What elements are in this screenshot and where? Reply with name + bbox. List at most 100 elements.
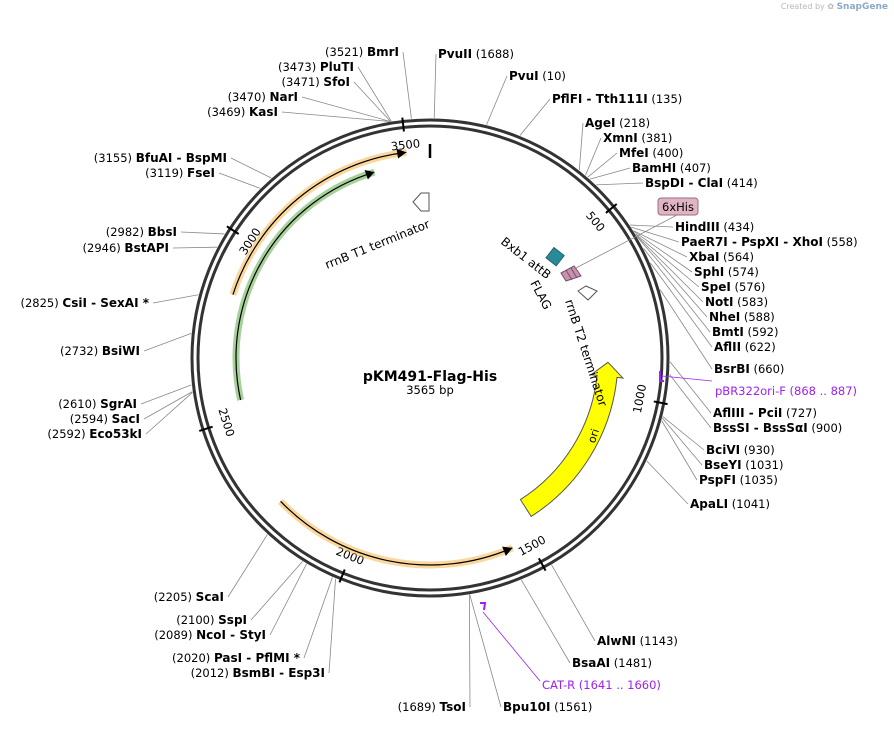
site-label[interactable]: AflII (622) <box>714 340 776 354</box>
site-label[interactable]: SphI (574) <box>694 265 759 279</box>
site-label[interactable]: XmnI (381) <box>603 131 672 145</box>
site-label[interactable]: (2020) PasI - PflMI * <box>172 651 301 665</box>
snapgene-logo-icon: ✿ <box>827 2 835 11</box>
site-label[interactable]: BmtI (592) <box>712 325 778 339</box>
site-label[interactable]: (3470) NarI <box>228 90 298 104</box>
site-label[interactable]: (3469) KasI <box>207 105 278 119</box>
site-label[interactable]: AlwNI (1143) <box>597 634 678 648</box>
primer-label-cat-r[interactable]: CAT-R (1641 .. 1660) <box>542 678 661 692</box>
terminator-t1-icon <box>412 192 430 212</box>
site-leader-line <box>551 564 596 642</box>
site-label[interactable]: BsrBI (660) <box>714 362 784 376</box>
site-leader-line <box>520 579 571 664</box>
site-label[interactable]: NotI (583) <box>705 295 768 309</box>
site-label[interactable]: (3155) BfuAI - BspMI <box>94 151 227 165</box>
site-leader-line <box>227 534 268 598</box>
site-leader-line <box>662 417 703 466</box>
site-leader-line <box>596 182 644 186</box>
site-label[interactable]: (2946) BstAPI <box>83 241 169 255</box>
tick-label: 1000 <box>630 383 649 414</box>
tick-label: 1500 <box>516 532 548 558</box>
site-label[interactable]: (2982) BbsI <box>106 225 177 239</box>
plasmid-name: pKM491-Flag-His <box>363 369 497 385</box>
site-label[interactable]: BsaAI (1481) <box>572 656 652 670</box>
site-leader-line <box>328 578 336 674</box>
ori-feature[interactable]: ori <box>519 361 625 518</box>
site-label[interactable]: (2825) CsiI - SexAI * <box>21 296 150 310</box>
ori-arrow[interactable] <box>519 361 625 518</box>
green-inner-arc[interactable] <box>232 168 376 401</box>
site-label[interactable]: PaeR7I - PspXI - XhoI (558) <box>681 235 858 249</box>
tick-label: 2500 <box>215 406 237 438</box>
site-leader-line <box>301 96 391 122</box>
site-label[interactable]: (2592) Eco53kI <box>47 427 142 441</box>
site-label[interactable]: PvuI (10) <box>509 69 566 83</box>
backbone-tick <box>653 400 668 406</box>
site-label[interactable]: PvuII (1688) <box>438 47 514 61</box>
orange-top-arc[interactable] <box>229 148 407 296</box>
site-label[interactable]: SpeI (576) <box>701 280 765 294</box>
site-leader-line <box>643 248 711 333</box>
site-label[interactable]: (2732) BsiWI <box>60 344 140 358</box>
site-label[interactable]: (3473) PluTI <box>278 60 354 74</box>
site-leader-line <box>143 333 192 352</box>
site-leader-line <box>486 75 508 125</box>
primer-cat-r[interactable] <box>480 602 541 682</box>
site-label[interactable]: PflFI - Tth111I (135) <box>552 92 682 106</box>
site-label[interactable]: (3119) FseI <box>145 166 215 180</box>
site-label[interactable]: (3471) SfoI <box>282 75 350 89</box>
plasmid-length: 3565 bp <box>406 383 454 397</box>
site-label[interactable]: BspDI - ClaI (414) <box>645 176 758 190</box>
site-label[interactable]: NheI (588) <box>709 310 775 324</box>
site-labels: (3521) BmrI(3473) PluTI(3471) SfoI(3470)… <box>21 45 858 714</box>
site-leader-line <box>180 231 225 235</box>
site-leader-line <box>519 98 551 136</box>
site-label[interactable]: XbaI (564) <box>689 250 754 264</box>
rrnb-t1-label: rrnB T1 terminator <box>323 217 432 272</box>
site-label[interactable]: (2205) ScaI <box>154 590 224 604</box>
site-leader-line <box>589 167 631 180</box>
primer-arrow <box>659 371 664 382</box>
site-leader-line <box>145 392 193 435</box>
feature-arcs <box>229 148 514 569</box>
site-label[interactable]: MfeI (400) <box>619 146 683 160</box>
site-leader-line <box>469 594 502 708</box>
site-leader-line <box>303 577 333 659</box>
6xhis-badge <box>657 197 699 216</box>
rrnb-t1-terminator-feature[interactable]: rrnB T1 terminator <box>323 192 432 272</box>
site-label[interactable]: ApaLI (1041) <box>690 497 770 511</box>
site-leader-line <box>281 111 390 122</box>
primer-arrow <box>480 602 487 611</box>
site-label[interactable]: (2610) SgrAI <box>58 397 137 411</box>
6xhis-feature[interactable]: 6xHis <box>575 197 699 269</box>
site-leader-line <box>669 374 712 429</box>
site-label[interactable]: (3521) BmrI <box>325 45 399 59</box>
site-leader-line <box>433 53 437 119</box>
site-label[interactable]: BssSI - BssSαI (900) <box>713 421 842 435</box>
backbone-tick <box>338 569 346 583</box>
site-leader-line <box>661 420 698 481</box>
site-label[interactable]: (2100) SspI <box>176 613 247 627</box>
site-label[interactable]: BciVI (930) <box>706 443 775 457</box>
site-label[interactable]: (2089) NcoI - StyI <box>154 628 266 642</box>
site-label[interactable]: (2594) SacI <box>70 412 140 426</box>
site-label[interactable]: PspFI (1035) <box>699 473 778 487</box>
rrnb-t2-terminator-feature[interactable]: rrnB T2 terminator <box>562 285 610 408</box>
site-label[interactable]: Bpu10I (1561) <box>503 700 592 714</box>
site-leader-line <box>662 416 705 451</box>
site-label[interactable]: HindIII (434) <box>675 220 754 234</box>
snapgene-watermark: Created by ✿ SnapGene <box>781 2 888 12</box>
site-leader-line <box>650 262 713 348</box>
primer-label-pbr322ori-f[interactable]: pBR322ori-F (868 .. 887) <box>715 384 857 398</box>
site-leader-line <box>353 81 391 122</box>
site-leader-line <box>357 66 392 122</box>
site-label[interactable]: AgeI (218) <box>585 116 650 130</box>
site-label[interactable]: BseYI (1031) <box>704 458 784 472</box>
site-label[interactable]: (2012) BsmBI - Esp3I <box>191 666 325 680</box>
site-label[interactable]: (1689) TsoI <box>398 700 466 714</box>
primer-pbr322ori-f[interactable] <box>659 371 713 382</box>
bxb1-attb-feature[interactable]: Bxb1 attB <box>498 234 565 282</box>
orange-bottom-arc[interactable] <box>278 498 514 569</box>
site-label[interactable]: BamHI (407) <box>632 161 711 175</box>
site-label[interactable]: AflIII - PciI (727) <box>713 406 817 420</box>
